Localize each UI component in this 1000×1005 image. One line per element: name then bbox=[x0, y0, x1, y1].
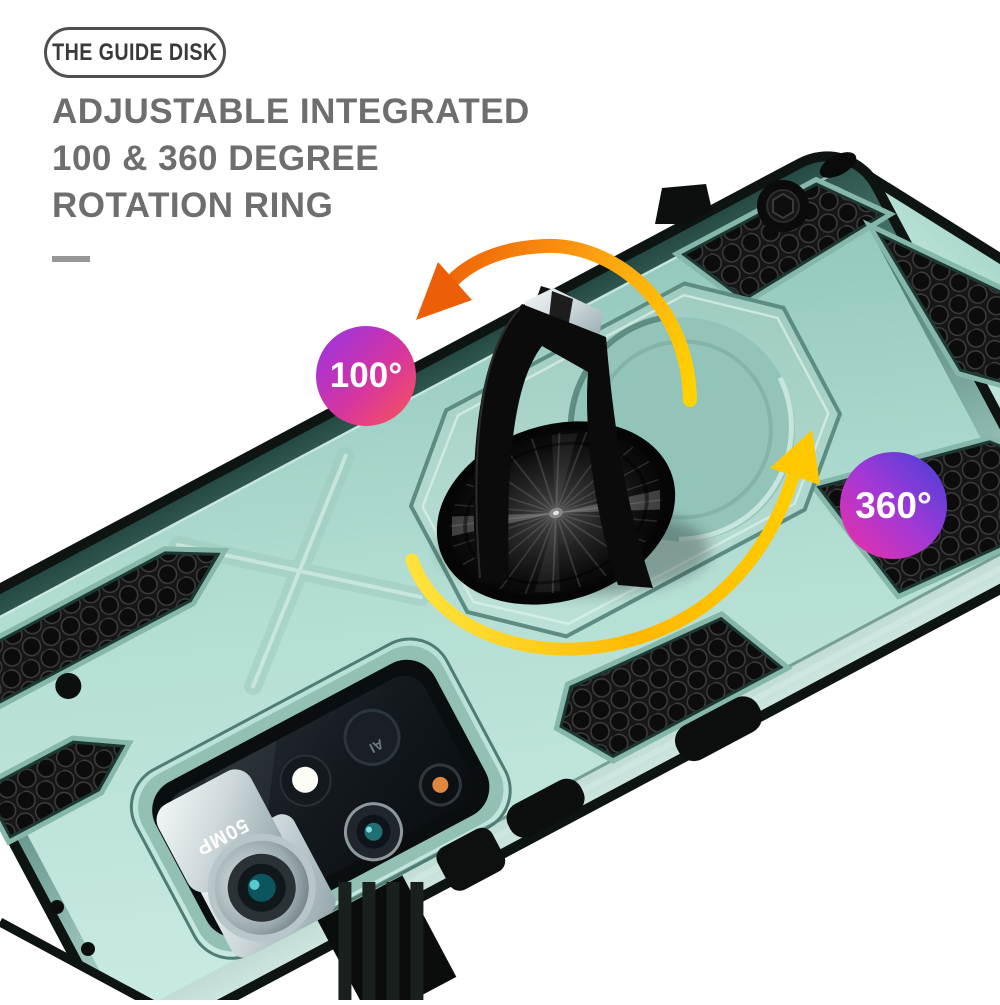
top-button bbox=[655, 184, 712, 224]
badge-label: THE GUIDE DISK bbox=[52, 38, 218, 66]
ring-stand-arm bbox=[473, 304, 653, 588]
main-lens-icon bbox=[207, 833, 316, 942]
rotation-arrow-bottom bbox=[405, 430, 820, 656]
corner-bumper bbox=[436, 827, 506, 891]
camera-cutout: 50MP AI bbox=[129, 637, 512, 960]
jack-hole bbox=[55, 672, 82, 699]
rotation-badge-360: 360° bbox=[840, 452, 947, 559]
title-line-2: 100 & 360 DEGREE bbox=[52, 139, 380, 178]
sensor-dot-icon bbox=[418, 763, 462, 807]
port-grille bbox=[317, 875, 457, 1005]
title-line-1: ADJUSTABLE INTEGRATED bbox=[52, 92, 530, 131]
secondary-lens-icon bbox=[344, 802, 404, 862]
rotation-360-label: 360° bbox=[855, 484, 932, 526]
guide-disk-badge: THE GUIDE DISK bbox=[44, 27, 226, 78]
rotation-100-label: 100° bbox=[329, 356, 403, 395]
page-title: ADJUSTABLE INTEGRATED 100 & 360 DEGREE R… bbox=[52, 88, 530, 229]
rotation-badge-100: 100° bbox=[316, 326, 416, 426]
speaker-hole bbox=[81, 942, 95, 956]
side-button bbox=[674, 696, 763, 762]
camera-ai-label: AI bbox=[367, 736, 387, 757]
corner-bolt-icon bbox=[757, 152, 857, 232]
flash-icon bbox=[279, 754, 332, 807]
rotation-arrow-top bbox=[416, 238, 697, 407]
side-button bbox=[506, 778, 585, 838]
speaker-hole bbox=[50, 900, 64, 914]
ai-lens-icon: AI bbox=[343, 708, 401, 766]
title-line-3: ROTATION RING bbox=[52, 186, 334, 225]
title-underline bbox=[52, 256, 90, 262]
